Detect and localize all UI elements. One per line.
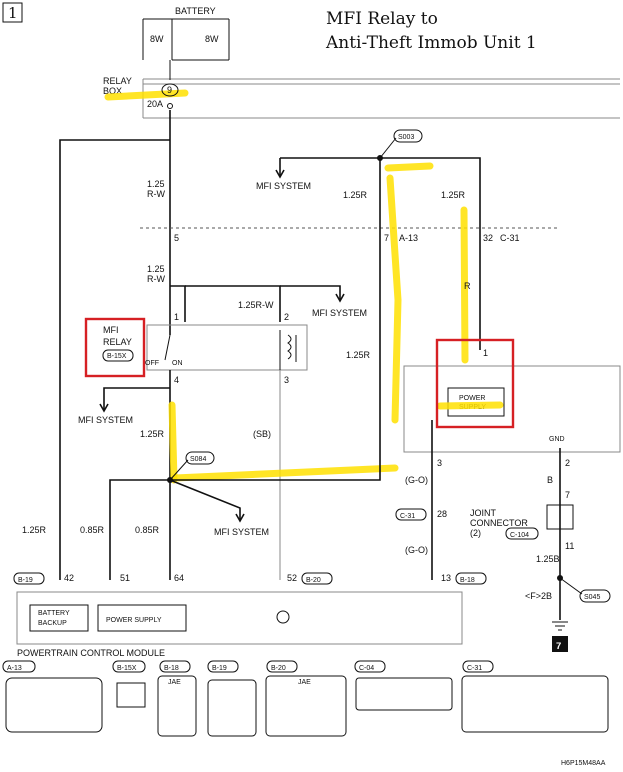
mfi-system-label-b: MFI SYSTEM <box>312 308 367 318</box>
mfi-relay-connector: B-15X <box>107 353 127 360</box>
splice-s084: S084 <box>190 456 206 463</box>
wire-label-10: 1.25R <box>22 525 47 535</box>
mfi-system-label-d: MFI SYSTEM <box>214 527 269 537</box>
pin-13: 13 <box>441 573 451 583</box>
pin-52: 52 <box>287 573 297 583</box>
title-line-2: Anti-Theft Immob Unit 1 <box>325 33 537 53</box>
wire-label-7: 1.25R-W <box>238 300 274 310</box>
mfi-system-label-c: MFI SYSTEM <box>78 415 133 425</box>
immob-power-1: POWER <box>459 395 485 402</box>
wire-label-2: R-W <box>147 189 165 199</box>
battery-label: BATTERY <box>175 6 216 16</box>
jae-label-2: JAE <box>298 679 311 686</box>
relay-off-label: OFF <box>145 360 159 367</box>
pin-3a: 3 <box>284 375 289 385</box>
pin-64: 64 <box>174 573 184 583</box>
wire-label-sb: (SB) <box>253 429 271 439</box>
pin-51: 51 <box>120 573 130 583</box>
wire-label-go2: (G-O) <box>405 545 428 555</box>
pcm-power-supply: POWER SUPPLY <box>106 617 162 624</box>
connector-c31: C-31 <box>500 233 520 243</box>
pin-7b: 7 <box>565 490 570 500</box>
splice-s045: S045 <box>584 594 600 601</box>
pin-2b: 2 <box>565 458 570 468</box>
bottom-connector-b19: B-19 <box>212 665 227 672</box>
pcm-battery-backup-1: BATTERY <box>38 610 70 617</box>
wire-label-6: 1.25R <box>441 190 466 200</box>
relay-on-label: ON <box>172 360 183 367</box>
fuse-number: 9 <box>167 85 172 95</box>
wire-label-4: R-W <box>147 274 165 284</box>
splice-s003: S003 <box>398 134 414 141</box>
wire-label-f2b: <F>2B <box>525 591 552 601</box>
immob-gnd: GND <box>549 436 565 443</box>
connector-c104: C-104 <box>510 532 529 539</box>
relay-box-label-1: RELAY <box>103 76 132 86</box>
pin-3b: 3 <box>437 458 442 468</box>
bottom-connector-a13: A-13 <box>7 665 22 672</box>
ground-number: 7 <box>556 641 561 652</box>
pin-1a: 1 <box>174 312 179 322</box>
bottom-connector-b18: B-18 <box>164 665 179 672</box>
bottom-connector-b15x: B-15X <box>117 665 137 672</box>
relay-box-label-2: BOX <box>103 86 122 96</box>
wire-label-3: 1.25 <box>147 264 165 274</box>
mfi-system-label-a: MFI SYSTEM <box>256 181 311 191</box>
pin-32: 32 <box>483 233 493 243</box>
pin-2a: 2 <box>284 312 289 322</box>
battery-wire-right: 8W <box>205 34 219 44</box>
jae-label-1: JAE <box>168 679 181 686</box>
joint-connector-box <box>546 504 574 530</box>
page-number: 1 <box>8 4 18 22</box>
fuse-amperage: 20A <box>147 99 163 109</box>
bottom-connector-c31: C-31 <box>467 665 482 672</box>
connector-b18: B-18 <box>460 577 475 584</box>
wire-label-11: 0.85R <box>80 525 105 535</box>
bottom-connector-row: A-13 B-15X B-18 JAE B-19 B-20 JAE C-04 C… <box>2 660 609 737</box>
pin-1b: 1 <box>483 348 488 358</box>
pin-28: 28 <box>437 509 447 519</box>
wire-label-8: 1.25R <box>140 429 165 439</box>
pcm-box <box>16 591 463 645</box>
pin-5: 5 <box>174 233 179 243</box>
wire-label-r: R <box>464 281 471 291</box>
connector-b19: B-19 <box>18 577 33 584</box>
connector-c31b: C-31 <box>400 513 415 520</box>
bottom-connector-b20: B-20 <box>271 665 286 672</box>
battery-wire-left: 8W <box>150 34 164 44</box>
ground-number-box <box>552 636 568 652</box>
joint-label-1: JOINT <box>470 508 497 518</box>
wire-label-9: 1.25R <box>346 350 371 360</box>
wire-label-12: 0.85R <box>135 525 160 535</box>
pin-42: 42 <box>64 573 74 583</box>
footer-code: H6P15M48AA <box>561 760 606 767</box>
connector-a13: A-13 <box>399 233 418 243</box>
wire-label-b: B <box>547 475 553 485</box>
pcm-label: POWERTRAIN CONTROL MODULE <box>17 648 165 658</box>
power-supply-highlight <box>435 338 515 429</box>
wire-label-125b: 1.25B <box>536 554 560 564</box>
mfi-relay-label-1: MFI <box>103 325 119 335</box>
joint-label-2: CONNECTOR <box>470 518 528 528</box>
title-line-1: MFI Relay to <box>326 9 438 29</box>
joint-label-3: (2) <box>470 528 481 538</box>
pin-11: 11 <box>565 541 574 551</box>
mfi-relay-highlight <box>84 317 146 378</box>
pin-4: 4 <box>174 375 179 385</box>
splice-s003-tag <box>393 129 423 143</box>
wire-label-1: 1.25 <box>147 179 165 189</box>
pcm-battery-backup-2: BACKUP <box>38 620 67 627</box>
wire-label-5: 1.25R <box>343 190 368 200</box>
bottom-connector-c04: C-04 <box>359 665 374 672</box>
fuse-number-circle <box>161 83 179 97</box>
pin-7: 7 <box>384 233 389 243</box>
page-number-box <box>2 2 23 23</box>
mfi-relay-label-2: RELAY <box>103 337 132 347</box>
wire-label-go1: (G-O) <box>405 475 428 485</box>
mfi-relay-box <box>146 324 308 371</box>
connector-b20: B-20 <box>306 577 321 584</box>
